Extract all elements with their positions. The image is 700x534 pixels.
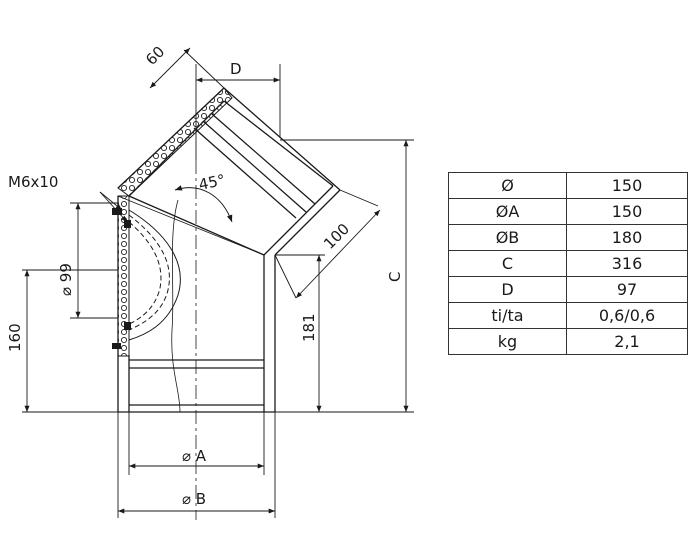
dim-label-100: 100 [320, 220, 353, 253]
inner-liner [128, 199, 181, 413]
spec-param: ti/ta [448, 302, 567, 329]
screw-label: M6x10 [8, 173, 58, 191]
spec-param: D [448, 276, 567, 303]
spec-param: ØA [448, 198, 567, 225]
spec-param: kg [448, 328, 567, 355]
insulation-left [117, 195, 130, 357]
spec-value: 0,6/0,6 [566, 302, 688, 329]
dim-label-b: ⌀ B [182, 490, 206, 508]
dim-label-c: C [386, 272, 404, 282]
elbow-body [117, 87, 341, 413]
spec-param: ØB [448, 224, 567, 251]
angle-label: 45° [197, 171, 227, 194]
spec-value: 180 [566, 224, 688, 251]
spec-param: Ø [448, 172, 567, 199]
spec-value: 150 [566, 172, 688, 199]
dim-label-181: 181 [300, 313, 318, 342]
insulation-upper [117, 87, 233, 197]
spec-value: 150 [566, 198, 688, 225]
angle-arc [174, 185, 233, 223]
dim-label-160: 160 [6, 323, 24, 352]
spec-value: 2,1 [566, 328, 688, 355]
spec-value: 316 [566, 250, 688, 277]
dim-label-d: D [230, 60, 242, 78]
dimension-lines [22, 47, 414, 518]
dim-label-60: 60 [142, 43, 168, 69]
dim-label-a: ⌀ A [182, 447, 207, 465]
spec-value: 97 [566, 276, 688, 303]
spec-param: C [448, 250, 567, 277]
dim-label-99: ⌀ 99 [57, 263, 75, 296]
